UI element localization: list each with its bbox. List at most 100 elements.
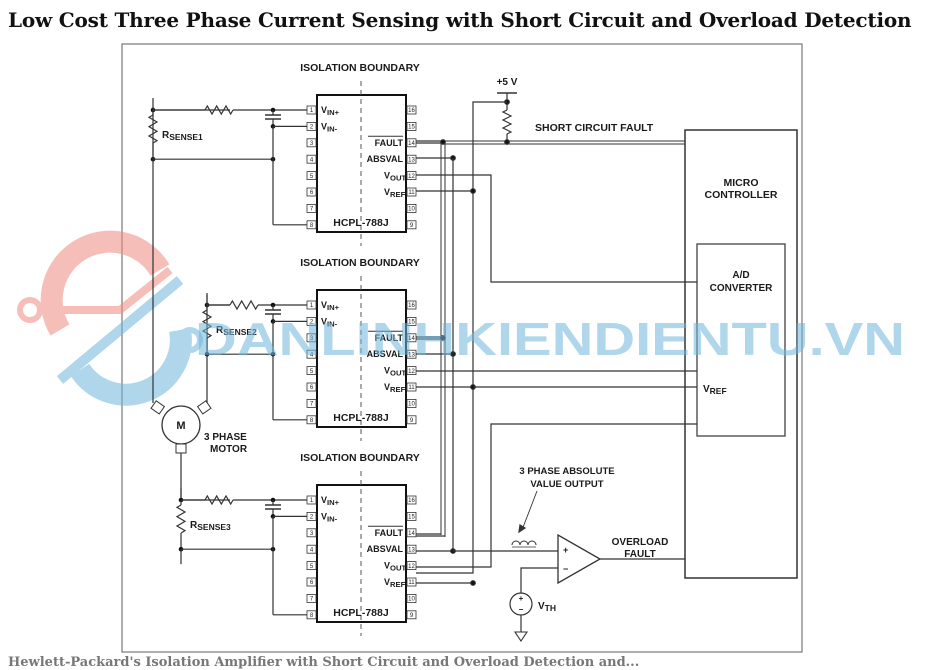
pin-box	[306, 154, 317, 164]
pin-box	[306, 577, 317, 587]
three-phase-motor	[150, 400, 212, 454]
motor-symbol-label: M	[176, 420, 185, 432]
pin-number: 6	[310, 385, 314, 391]
pin-number: 12	[408, 564, 415, 570]
pin-number: 13	[408, 157, 415, 163]
absval-label: ABSVAL	[367, 544, 404, 554]
pin-number: 1	[310, 108, 314, 114]
vref-label: VREF	[384, 382, 406, 394]
resistor-icon	[204, 104, 234, 116]
pin-number: 11	[408, 580, 415, 586]
motor-label: 3 PHASE	[204, 432, 247, 443]
pin-box	[406, 187, 417, 197]
pin-number: 2	[310, 515, 314, 521]
vout-label: VOUT	[384, 561, 406, 573]
short-circuit-fault-label: SHORT CIRCUIT FAULT	[535, 122, 654, 134]
pin-number: 6	[310, 190, 314, 196]
comparator-icon	[557, 533, 602, 585]
ground-icon	[513, 631, 529, 642]
pin-number: 15	[408, 320, 415, 326]
pin-box	[306, 398, 317, 408]
pin-number: 8	[310, 223, 314, 229]
pin-box	[306, 561, 317, 570]
pin-box	[306, 528, 317, 538]
overload-fault-label: FAULT	[624, 549, 655, 560]
pin-number: 16	[408, 108, 415, 114]
pin-number: 9	[410, 418, 414, 424]
pin-number: 11	[408, 385, 415, 391]
vout-label: VOUT	[384, 171, 406, 183]
pin-number: 5	[310, 369, 314, 375]
abs-value-output-label: VALUE OUTPUT	[530, 479, 603, 490]
pin-number: 2	[310, 125, 314, 131]
pin-box	[406, 203, 417, 213]
pin-box	[406, 333, 417, 343]
pin-number: 14	[408, 336, 415, 342]
pin-number: 16	[408, 303, 415, 309]
vth-wire	[520, 567, 558, 593]
motor-terminal	[196, 400, 212, 415]
vref-label: VREF	[384, 187, 406, 199]
pin-number: 12	[408, 174, 415, 180]
vin-minus-label: VIN-	[321, 121, 338, 133]
vth-plus-sign: +	[519, 594, 524, 603]
part-number-label: HCPL-788J	[333, 412, 389, 424]
microcontroller-label: MICRO	[724, 177, 759, 189]
pin-number: 7	[310, 207, 314, 213]
pin-box	[306, 544, 317, 554]
page-title: Low Cost Three Phase Current Sensing wit…	[8, 8, 912, 32]
vout1-wire	[416, 174, 697, 283]
fault-label: FAULT	[375, 528, 404, 538]
motor-terminal	[175, 443, 187, 454]
adc-vref-label: VREF	[703, 384, 727, 396]
motor-label: MOTOR	[210, 444, 248, 455]
junction-dot	[440, 335, 446, 341]
watermark-logo-icon	[17, 230, 203, 406]
pin-number: 3	[310, 141, 314, 147]
pin-number: 5	[310, 174, 314, 180]
pin-box	[306, 382, 317, 392]
vin-plus-label: VIN+	[321, 300, 340, 312]
vref-label: VREF	[384, 577, 406, 589]
pin-number: 9	[410, 613, 414, 619]
pin-box	[406, 512, 417, 521]
pin-number: 9	[410, 223, 414, 229]
pin-number: 8	[310, 613, 314, 619]
pin-number: 8	[310, 418, 314, 424]
pin-number: 15	[408, 125, 415, 131]
absval-label: ABSVAL	[367, 154, 404, 164]
pin-number: 15	[408, 515, 415, 521]
pin-number: 10	[408, 207, 415, 213]
pin-number: 14	[408, 531, 415, 537]
pin-number: 7	[310, 597, 314, 603]
part-number-label: HCPL-788J	[333, 607, 389, 619]
waveform-icon	[511, 540, 537, 546]
pin-box	[306, 187, 317, 197]
junction-dot	[504, 139, 510, 145]
pin-box	[406, 561, 417, 570]
pin-number: 6	[310, 580, 314, 586]
adc-label: CONVERTER	[710, 283, 774, 294]
pin-number: 1	[310, 498, 314, 504]
pin-number: 16	[408, 498, 415, 504]
vth-minus-sign: −	[519, 605, 524, 614]
supply-label: +5 V	[497, 77, 518, 88]
pin-box	[406, 495, 417, 505]
isolation-boundary-label: ISOLATION BOUNDARY	[300, 452, 420, 464]
vth-label: VTH	[538, 601, 556, 613]
pin-box	[406, 300, 417, 310]
pin-number: 1	[310, 303, 314, 309]
pin-box	[306, 203, 317, 213]
resistor-icon	[204, 494, 234, 506]
resistor-icon	[229, 299, 259, 311]
arrowhead-icon	[518, 524, 527, 534]
rsense-label: RSENSE2	[216, 325, 257, 337]
pin-box	[406, 528, 417, 538]
pin-number: 13	[408, 547, 415, 553]
pin-number: 2	[310, 320, 314, 326]
pin-box	[306, 349, 317, 359]
pin-box	[306, 171, 317, 181]
